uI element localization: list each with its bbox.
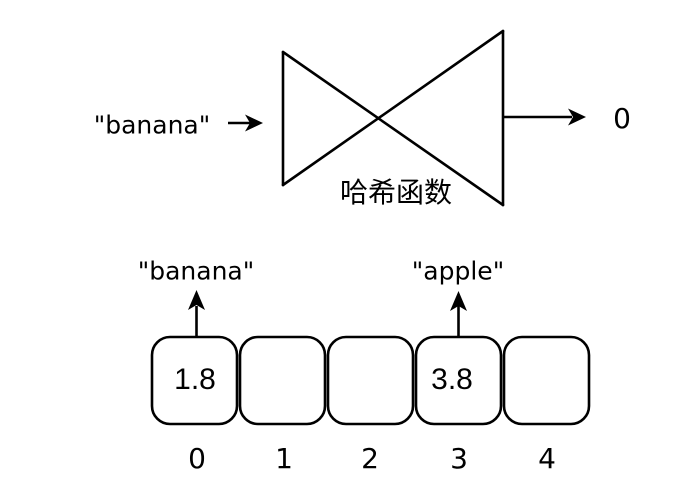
cell-value-3: 3.8 (431, 363, 473, 396)
array-cells (150, 335, 591, 426)
cell-index-2: 2 (361, 442, 379, 475)
pointer-label-apple: "apple" (411, 256, 505, 286)
input-arrow (228, 114, 263, 132)
pointer-arrow-banana (188, 290, 205, 337)
cell-index-3: 3 (450, 442, 468, 475)
cell-index-4: 4 (538, 442, 556, 475)
pointer-arrow-apple (450, 291, 467, 337)
hash-funnel-shape (281, 29, 505, 207)
hash-input-label: "banana" (93, 110, 211, 140)
pointer-label-banana: "banana" (137, 256, 255, 286)
array-cell-box-1 (238, 335, 327, 426)
output-arrow (503, 108, 586, 126)
array-cell-box-3 (414, 335, 503, 426)
cell-value-0: 1.8 (174, 363, 216, 396)
array-cell-box-2 (326, 335, 415, 426)
array-cell-box-0 (150, 335, 239, 426)
array-cell-box-4 (502, 335, 591, 426)
hash-function-label: 哈希函数 (339, 176, 453, 209)
cell-index-1: 1 (275, 442, 293, 475)
cell-index-0: 0 (188, 442, 206, 475)
hash-output-label: 0 (613, 102, 631, 135)
